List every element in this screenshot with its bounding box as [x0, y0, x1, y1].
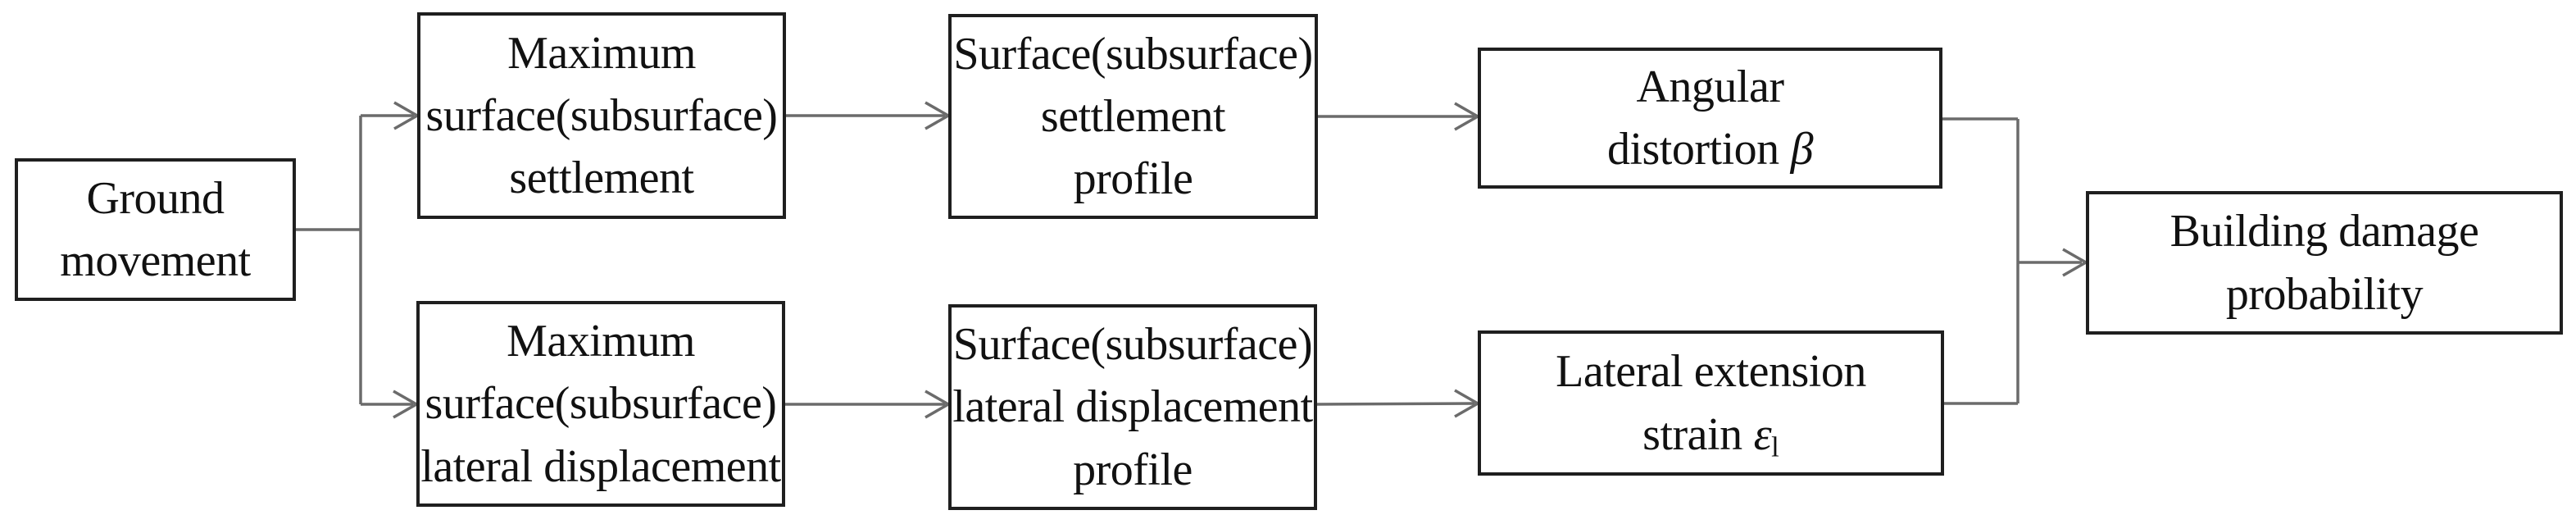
node-label-line: surface(subsurface): [425, 378, 777, 430]
node-label-line: profile: [1073, 153, 1193, 205]
node-label-line: Surface(subsurface): [953, 28, 1313, 80]
node-label-line: lateral displacement: [952, 381, 1313, 433]
node-label-line: Surface(subsurface): [952, 319, 1313, 371]
node-label-line: probability: [2225, 268, 2424, 320]
node-maximum-surface-settlement: Maximum surface(subsurface) settlement: [417, 12, 786, 219]
node-label-line: Ground: [86, 172, 225, 224]
node-label-line: lateral displacement: [420, 440, 781, 492]
node-maximum-surface-lateral-displacement: Maximum surface(subsurface) lateral disp…: [416, 301, 785, 507]
arrowhead-icon: [2062, 248, 2089, 277]
node-label-line: settlement: [1040, 90, 1226, 142]
node-label-line: movement: [60, 235, 251, 286]
arrowhead-icon: [1454, 102, 1481, 131]
arrowhead-icon: [1454, 389, 1481, 418]
node-surface-settlement-profile: Surface(subsurface) settlement profile: [948, 14, 1318, 219]
epsilon-subscript: l: [1771, 431, 1779, 463]
node-label-line: surface(subsurface): [425, 89, 778, 141]
node-building-damage-probability: Building damage probability: [2086, 191, 2563, 335]
node-label-line: Maximum: [507, 316, 695, 367]
node-label-line: Building damage: [2169, 206, 2479, 257]
edge-profile-to-strain: [1316, 402, 1475, 406]
node-ground-movement: Ground movement: [15, 158, 296, 301]
node-surface-lateral-displacement-profile: Surface(subsurface) lateral displacement…: [948, 304, 1317, 510]
node-label-line: Maximum: [507, 27, 696, 79]
arrowhead-icon: [925, 101, 952, 130]
arrowhead-icon: [393, 390, 420, 419]
arrowhead-icon: [393, 101, 420, 130]
node-label-line: Angular: [1636, 61, 1784, 112]
node-label-line: settlement: [509, 153, 694, 204]
arrowhead-icon: [925, 390, 952, 419]
beta-symbol: β: [1790, 124, 1814, 175]
node-label-line: profile: [1073, 444, 1193, 495]
epsilon-symbol: ε: [1753, 408, 1772, 460]
node-label-line: Lateral extension: [1556, 346, 1866, 398]
